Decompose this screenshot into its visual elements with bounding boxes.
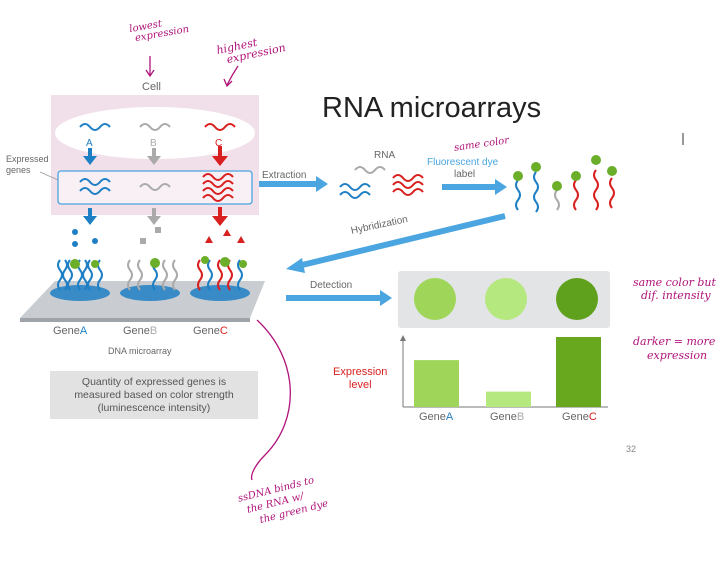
bar-geneb <box>486 391 531 407</box>
spot-c <box>190 285 250 301</box>
chart-label-gene-c: GeneC <box>562 411 597 423</box>
dna-wave-b <box>139 123 171 131</box>
fluorescent-label: Fluorescent dye <box>427 157 499 168</box>
labeled-rna <box>515 169 615 213</box>
detection-label: Detection <box>310 280 353 291</box>
expression-level-label: Expression level <box>333 366 388 391</box>
expressed-genes-label: Expressed genes <box>6 154 49 175</box>
extraction-arrow <box>259 176 328 192</box>
microarray-label: DNA microarray <box>108 346 172 356</box>
quantity-note: Quantity of expressed genes is measured … <box>50 371 258 419</box>
chart-label-gene-a: GeneA <box>419 411 454 423</box>
annotation-intensity: same color but dif. intensity <box>633 276 716 302</box>
dna-wave-c <box>204 123 236 131</box>
cell-label: Cell <box>142 81 161 93</box>
label-particles <box>72 227 245 247</box>
hybridization-arrow <box>286 213 506 273</box>
arrows-level-2 <box>83 207 228 226</box>
green-dye-dots-rna <box>513 155 617 191</box>
expression-bars <box>414 337 601 407</box>
letter-c: C <box>215 138 223 149</box>
letter-b: B <box>150 138 157 149</box>
rna-waves <box>339 166 424 199</box>
arrows-level-1 <box>83 146 228 166</box>
label-label: label <box>454 169 476 180</box>
chart-label-gene-b: GeneB <box>490 411 525 423</box>
dna-wave-a <box>79 123 111 131</box>
bar-genea <box>414 360 459 407</box>
rna-label: RNA <box>374 150 396 161</box>
microarray-gene-c: GeneC <box>193 325 228 337</box>
nucleus-ellipse <box>55 107 255 159</box>
bar-genec <box>556 337 601 407</box>
label-arrow <box>442 179 507 195</box>
letter-a: A <box>86 138 93 149</box>
annotation-darker: darker = more expression <box>633 335 716 362</box>
slide-number: 32 <box>626 444 637 454</box>
detection-spot-c <box>556 278 598 320</box>
extraction-label: Extraction <box>262 170 307 181</box>
green-dye-dots-array <box>70 256 247 269</box>
microarray-gene-a: GeneA <box>53 325 88 337</box>
microarray-gene-b: GeneB <box>123 325 158 337</box>
page-title: RNA microarrays <box>322 92 542 124</box>
detection-arrow <box>286 290 392 306</box>
detection-spot-a <box>414 278 456 320</box>
handwriting-arrows <box>145 56 291 481</box>
detection-spot-b <box>485 278 527 320</box>
